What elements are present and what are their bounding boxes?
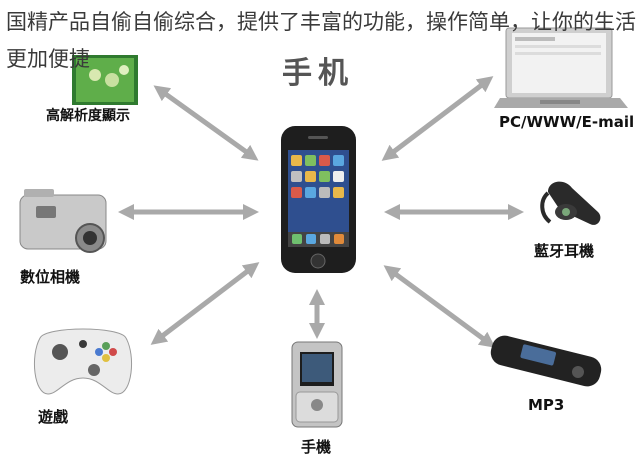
- arrow-pc: [381, 76, 494, 161]
- label-phone: 手機: [301, 438, 332, 456]
- label-camera: 數位相機: [20, 268, 81, 286]
- mp3-player-icon: [490, 335, 602, 387]
- hd-display-icon: [72, 55, 138, 105]
- diagram-title: 手机: [282, 56, 354, 91]
- arrow-hd-display: [153, 85, 259, 161]
- label-hd-display: 高解析度顯示: [46, 108, 130, 124]
- overlay-caption: 国精产品自偷自偷综合，提供了丰富的功能，操作简单，让你的生活更加便捷: [6, 10, 636, 71]
- arrow-mp3: [383, 265, 496, 348]
- label-game: 遊戲: [38, 408, 69, 426]
- bluetooth-headset-icon: [540, 181, 601, 225]
- label-pc: PC/WWW/E-mail: [499, 113, 635, 131]
- camera-icon: [19, 189, 107, 253]
- label-bluetooth: 藍牙耳機: [534, 242, 595, 260]
- arrow-game: [150, 262, 260, 345]
- label-mp3: MP3: [528, 396, 565, 414]
- game-controller-icon: [34, 328, 132, 395]
- flip-phone-icon: [291, 341, 343, 428]
- smartphone-icon: [281, 126, 356, 273]
- laptop-icon: [494, 27, 628, 108]
